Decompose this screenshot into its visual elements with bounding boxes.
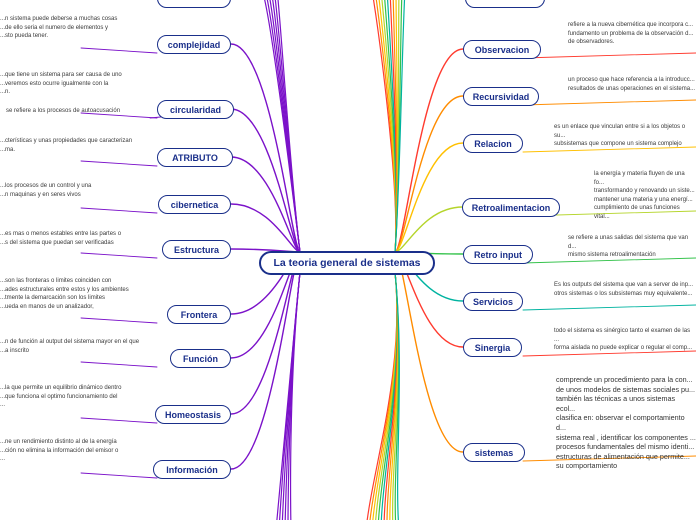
connector-right-3 — [394, 206, 464, 253]
connector-right-desc-0 — [522, 52, 696, 59]
connector-left-1 — [230, 108, 301, 253]
topic-estructura[interactable]: Estructura — [162, 240, 231, 259]
topic-frontera[interactable]: Frontera — [167, 305, 231, 324]
topic-homeostasis[interactable]: Homeostasis — [155, 405, 231, 424]
connector-left-desc-7 — [80, 417, 158, 424]
central-topic[interactable]: La teoria general de sistemas — [259, 251, 435, 275]
connector-left-desc-1 — [80, 112, 158, 119]
desc-homeostasis: ...la que permite un equilibrio dinámico… — [0, 385, 122, 409]
topic-complejidad[interactable]: complejidad — [157, 35, 231, 54]
connector-left-desc-8 — [80, 472, 158, 479]
connector-left-bottom-5 — [289, 271, 301, 520]
desc-atributo: ...cterísticas y unas propiedades que ca… — [0, 138, 133, 153]
connector-right-1 — [394, 95, 464, 253]
connector-right-7 — [394, 251, 464, 453]
topic-sinergia[interactable]: Sinergia — [463, 338, 522, 357]
desc-servicios: Es los outputs del sistema que van a ser… — [554, 282, 694, 297]
connector-right-desc-6 — [522, 350, 696, 357]
topic-atributo[interactable]: ATRIBUTO — [157, 148, 233, 167]
connector-right-desc-1 — [522, 99, 696, 106]
topic-circularidad[interactable]: circularidad — [157, 100, 234, 119]
desc-complejidad: ...n sistema puede deberse a muchas cosa… — [0, 16, 118, 40]
topic-retro-input[interactable]: Retro input — [463, 245, 533, 264]
desc-retro-input: se refiere a unas salidas del sistema qu… — [568, 235, 689, 259]
topic-servicios[interactable]: Servicios — [463, 292, 523, 311]
desc-relacion: es un enlace que vinculan entre si a los… — [554, 124, 686, 148]
desc-frontera: ...son las fronteras o limites coinciden… — [0, 278, 129, 310]
topic-cut-off-top-left[interactable] — [157, 0, 231, 8]
connector-left-desc-0 — [80, 47, 158, 54]
connector-left-desc-6 — [80, 361, 158, 368]
desc-observacion: refiere a la nueva cibernética que incor… — [568, 22, 694, 46]
connector-right-desc-4 — [522, 257, 696, 264]
topic-observacion[interactable]: Observacion — [463, 40, 541, 59]
connector-left-desc-2 — [80, 160, 158, 167]
desc-circularidad: ...que tiene un sistema para ser causa d… — [0, 72, 122, 96]
connector-left-3 — [230, 203, 301, 253]
topic-sistemas[interactable]: sistemas — [463, 443, 525, 462]
topic-cut-off-top[interactable] — [465, 0, 545, 8]
connector-left-desc-4 — [80, 252, 158, 259]
topic-relacion[interactable]: Relacion — [463, 134, 523, 153]
topic-cibernetica[interactable]: cibernetica — [158, 195, 231, 214]
desc-cibernetica: ...los procesos de un control y una ...n… — [0, 183, 92, 198]
connector-right-desc-7 — [522, 455, 696, 462]
connector-right-bottom-11 — [394, 271, 400, 520]
desc-retroalimentacion: la energía y materia fluyen de una fo...… — [594, 171, 695, 220]
desc-informacion: ...ne un rendimiento distinto al de la e… — [0, 439, 119, 463]
desc-recursividad: un proceso que hace referencia a la intr… — [568, 77, 696, 92]
connector-right-desc-5 — [522, 304, 696, 311]
topic-funcion[interactable]: Función — [170, 349, 231, 368]
topic-recursividad[interactable]: Recursividad — [463, 87, 539, 106]
connector-right-desc-2 — [522, 146, 696, 153]
desc-estructura: ...es mas o menos estables entre las par… — [0, 231, 122, 246]
desc-sinergia: todo el sistema es sinérgico tanto el ex… — [554, 328, 693, 352]
connector-left-0 — [230, 43, 301, 253]
connector-left-desc-5 — [80, 317, 158, 324]
topic-informacion[interactable]: Información — [153, 460, 231, 479]
desc-funcion: ...n de función al output del sistema ma… — [0, 339, 140, 354]
connector-left-desc-3 — [80, 207, 158, 214]
connector-left-2 — [230, 156, 301, 253]
topic-retroalimentacion[interactable]: Retroalimentacion — [462, 198, 560, 217]
desc-circularidad-sub: se refiere a los procesos de autoacusaci… — [6, 108, 121, 114]
connector-right-top-11 — [394, 0, 406, 253]
connector-right-2 — [394, 142, 464, 253]
connector-left-top-5 — [277, 0, 301, 253]
desc-sistemas: comprende un procedimiento para la con..… — [556, 375, 696, 471]
